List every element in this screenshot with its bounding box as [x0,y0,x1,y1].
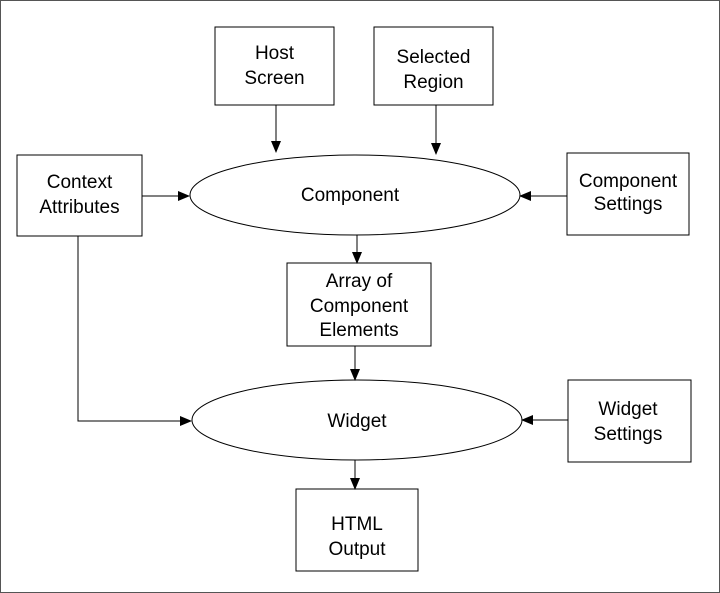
widget-settings-label-line2: Settings [594,424,663,445]
component-settings-label-line2: Settings [594,194,663,215]
host-screen-label-line1: Host [255,43,295,64]
selected-region-node: Selected Region [373,26,494,106]
html-output-label-line2: Output [328,539,386,560]
context-attributes-node: Context Attributes [16,154,143,237]
array-elements-label-line1: Array of [326,271,393,292]
selected-region-label-line1: Selected [397,47,471,68]
selected-region-label-line2: Region [403,72,463,93]
html-output-node: HTML Output [295,488,419,572]
array-elements-node: Array of Component Elements [286,262,432,347]
component-node: Component [189,154,521,236]
array-elements-label-line3: Elements [319,320,398,341]
widget-label: Widget [327,411,387,432]
component-settings-node: Component Settings [566,152,690,236]
host-screen-node: Host Screen [214,26,335,106]
html-output-label-line1: HTML [331,514,383,535]
widget-settings-node: Widget Settings [567,379,692,463]
arrow-context-to-widget [77,236,192,426]
context-attributes-label-line2: Attributes [39,197,119,218]
array-elements-label-line2: Component [310,296,409,317]
widget-node: Widget [191,379,523,461]
widget-settings-label-line1: Widget [598,399,658,420]
host-screen-label-line2: Screen [244,68,304,89]
component-settings-label-line1: Component [579,171,678,192]
context-attributes-label-line1: Context [47,172,113,193]
component-label: Component [301,185,400,206]
